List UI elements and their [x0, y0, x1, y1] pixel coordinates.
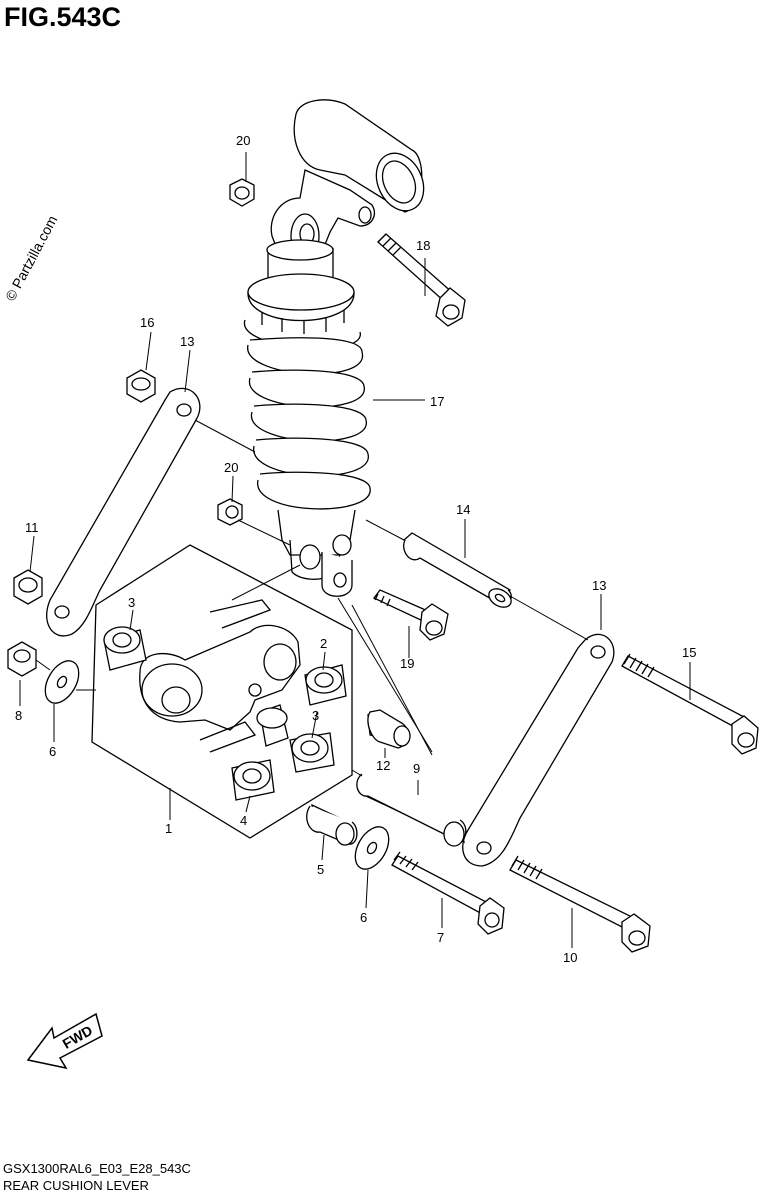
callout-12: 12: [376, 758, 390, 773]
collar-12: [367, 709, 411, 749]
nut-20-top: [229, 178, 255, 207]
callout-11: 11: [25, 520, 39, 535]
callout-2: 2: [320, 636, 327, 651]
figure-title: FIG.543C: [4, 2, 122, 32]
callout-17: 17: [430, 394, 444, 409]
callout-5: 5: [317, 862, 324, 877]
callout-6-right: 6: [360, 910, 367, 925]
cushion-lever-assembly: [91, 544, 353, 839]
model-code: GSX1300RAL6_E03_E28_543C: [3, 1161, 191, 1176]
bushing-inner: [256, 704, 289, 747]
bolt-15: [621, 653, 759, 755]
bearing-3-lower: [289, 732, 335, 773]
collar-5: [306, 803, 358, 846]
nut-11: [13, 569, 43, 605]
callout-9: 9: [413, 761, 420, 776]
callout-16: 16: [140, 315, 154, 330]
callout-13-left: 13: [180, 334, 194, 349]
tie-rod-13-left: [46, 387, 201, 637]
callout-20-top: 20: [236, 133, 250, 148]
callout-13-right: 13: [592, 578, 606, 593]
callout-3-upper: 3: [128, 595, 135, 610]
bolt-19: [373, 589, 449, 641]
callout-4: 4: [240, 813, 247, 828]
callout-15: 15: [682, 645, 696, 660]
collar-14: [402, 532, 512, 608]
nut-20-mid: [217, 498, 243, 526]
washer-6-right: [354, 826, 390, 870]
callout-labels: 20 18 16 13 17 20 11 14 3 2 13 15 19 8 6…: [15, 133, 696, 965]
nut-16: [126, 369, 156, 403]
shock-absorber: [244, 99, 425, 597]
callout-1: 1: [165, 821, 172, 836]
bearing-3-upper: [103, 626, 147, 671]
callout-8: 8: [15, 708, 22, 723]
callout-18: 18: [416, 238, 430, 253]
callout-19: 19: [400, 656, 414, 671]
callout-3-lower: 3: [312, 708, 319, 723]
bolt-10: [509, 855, 651, 953]
callout-6-left: 6: [49, 744, 56, 759]
bearing-4: [231, 759, 275, 801]
assembly-lines: [19, 152, 691, 948]
washer-6-left: [44, 660, 80, 704]
nut-8: [7, 641, 37, 677]
bolt-7: [391, 851, 505, 935]
spacer-9: [356, 773, 467, 847]
bearing-2: [304, 664, 347, 706]
fwd-arrow-icon: FWD: [26, 1012, 103, 1070]
callout-10: 10: [563, 950, 577, 965]
callout-7: 7: [437, 930, 444, 945]
tie-rod-13-right: [462, 633, 615, 867]
figure-caption: REAR CUSHION LEVER: [3, 1178, 149, 1193]
callout-20-mid: 20: [224, 460, 238, 475]
bolt-18: [377, 233, 466, 327]
callout-14: 14: [456, 502, 470, 517]
